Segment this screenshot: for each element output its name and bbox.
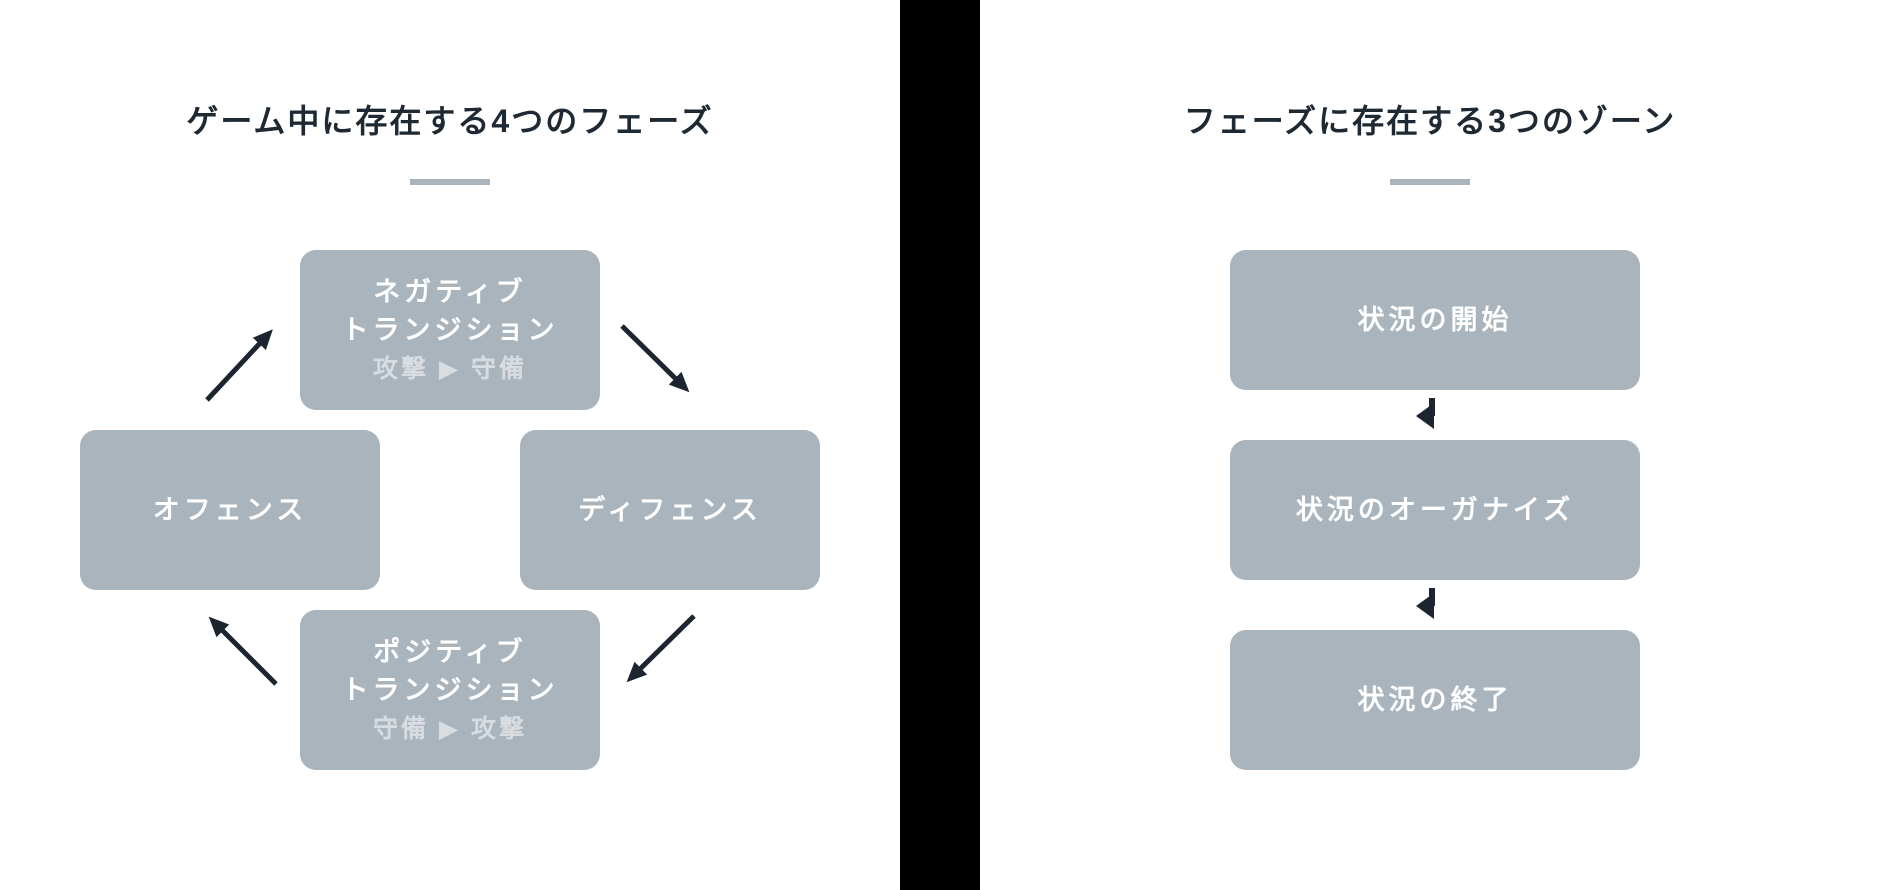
zone-end-box: 状況の終了	[1230, 630, 1640, 770]
offense-label: オフェンス	[152, 495, 308, 525]
left-diagram-title: ゲーム中に存在する4つのフェーズ	[186, 103, 714, 139]
zone-start-label: 状況の開始	[1357, 305, 1513, 335]
left-title-accent-bar	[410, 179, 490, 185]
negative-transition-line2: トランジション	[341, 315, 559, 345]
arrow-offense-to-negative-transition-icon	[205, 329, 273, 402]
offense-box: オフェンス	[80, 430, 380, 590]
negative-transition-box: ネガティブ トランジション 攻撃 ▶ 守備	[300, 250, 600, 410]
zone-organize-label: 状況のオーガナイズ	[1295, 495, 1575, 525]
positive-transition-line1: ポジティブ	[373, 637, 527, 667]
right-title-accent-bar	[1390, 179, 1470, 185]
defense-box: ディフェンス	[520, 430, 820, 590]
right-diagram-title: フェーズに存在する3つのゾーン	[1183, 103, 1677, 139]
page-divider	[900, 0, 980, 890]
positive-transition-box: ポジティブ トランジション 守備 ▶ 攻撃	[300, 610, 600, 770]
zone-organize-box: 状況のオーガナイズ	[1230, 440, 1640, 580]
arrow-negative-transition-to-defense-icon	[620, 324, 690, 393]
zone-end-label: 状況の終了	[1357, 685, 1513, 715]
positive-transition-line2: トランジション	[341, 675, 559, 705]
arrow-positive-transition-to-offense-icon	[208, 616, 278, 686]
negative-transition-line1: ネガティブ	[373, 277, 527, 307]
positive-transition-subtitle: 守備 ▶ 攻撃	[372, 715, 528, 743]
zone-start-box: 状況の開始	[1230, 250, 1640, 390]
defense-label: ディフェンス	[578, 495, 762, 525]
negative-transition-subtitle: 攻撃 ▶ 守備	[372, 355, 528, 383]
arrow-defense-to-positive-transition-icon	[626, 614, 696, 683]
